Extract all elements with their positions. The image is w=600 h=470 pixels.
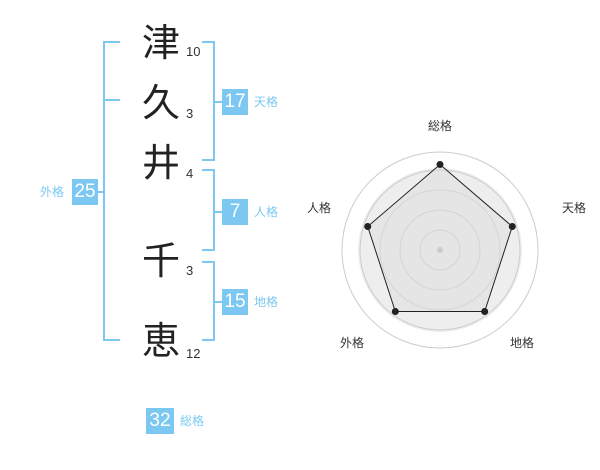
gaikaku-value-badge: 25 <box>72 179 98 205</box>
chikaku-value-badge: 15 <box>222 289 248 315</box>
jinkaku-label: 人格 <box>254 205 279 219</box>
name-char-4: 千 <box>142 239 181 283</box>
name-char-1: 津 <box>142 21 181 65</box>
soukaku-value-badge: 32 <box>146 408 174 434</box>
chikaku-label: 地格 <box>254 295 279 309</box>
radar-axis-label-2: 天格 <box>562 200 586 215</box>
jinkaku-value-badge: 7 <box>222 199 248 225</box>
stroke-count-2: 3 <box>186 106 194 121</box>
soukaku-label: 総格 <box>180 414 205 428</box>
stroke-count-4: 3 <box>186 263 194 278</box>
radar-ring-5 <box>341 151 539 349</box>
radar-axis-label-4: 外格 <box>340 335 364 350</box>
gaikaku-label: 外格 <box>40 185 65 199</box>
radar-axis-label-3: 地格 <box>510 335 534 350</box>
radar-axis-label-5: 人格 <box>307 200 331 215</box>
tenkaku-label: 天格 <box>254 95 279 109</box>
radar-polygon <box>367 163 513 312</box>
stroke-count-5: 12 <box>186 346 201 361</box>
stroke-count-3: 4 <box>186 166 194 181</box>
jinkaku-bracket <box>202 169 215 251</box>
radar-point-5 <box>364 223 372 231</box>
name-char-5: 恵 <box>142 319 181 363</box>
tenkaku-value-badge: 17 <box>222 89 248 115</box>
radar-point-4 <box>391 307 399 315</box>
radar-axis-label-1: 総格 <box>428 118 452 133</box>
radar-point-3 <box>481 307 489 315</box>
name-char-2: 久 <box>142 81 181 125</box>
name-char-3: 井 <box>142 141 181 185</box>
radar-point-2 <box>508 223 516 231</box>
radar-point-1 <box>436 161 444 168</box>
stroke-count-1: 10 <box>186 44 201 59</box>
